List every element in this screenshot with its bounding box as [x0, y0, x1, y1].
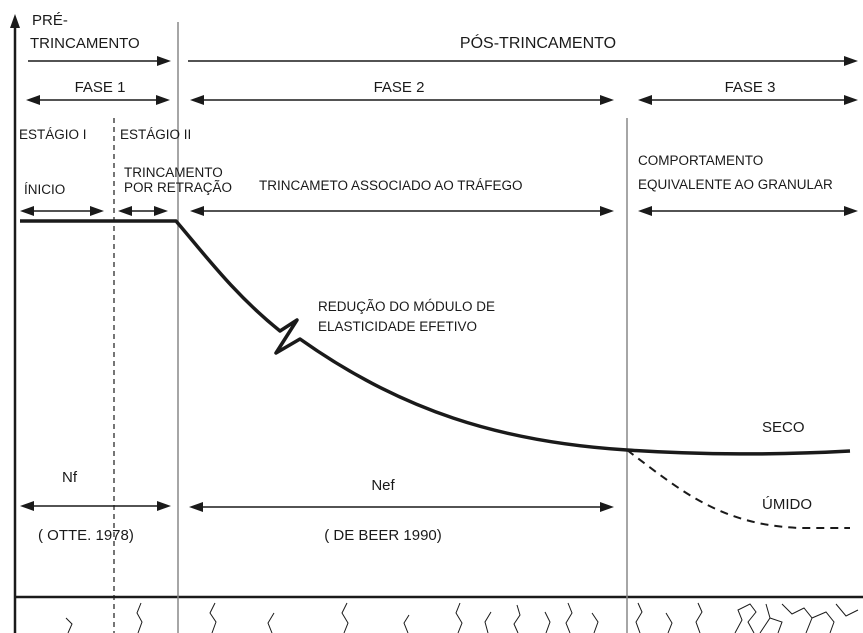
- label-inicio: ÍNICIO: [24, 182, 65, 197]
- label-fase3: FASE 3: [725, 79, 776, 96]
- modulus-curve: [20, 219, 851, 456]
- label-de-beer: ( DE BEER 1990): [324, 527, 442, 544]
- label-estagio2: ESTÁGIO II: [120, 127, 191, 142]
- arrowhead-nef-left: [189, 502, 203, 512]
- label-fase2: FASE 2: [374, 79, 425, 96]
- label-trinc-retracao-line2: POR RETRAÇÃO: [124, 180, 232, 195]
- arrowhead-retracao-right: [154, 206, 168, 216]
- arrowhead-inicio-left: [20, 206, 34, 216]
- label-pre-trincamento-line1: PRÉ-: [32, 12, 68, 29]
- arrowhead-fase2-right: [600, 95, 614, 105]
- arrowhead-pre-right: [157, 56, 171, 66]
- arrowhead-inicio-right: [90, 206, 104, 216]
- label-estagio1: ESTÁGIO I: [19, 127, 87, 142]
- arrowhead-pos-right: [844, 56, 858, 66]
- label-reducao-line2: ELASTICIDADE EFETIVO: [318, 319, 477, 334]
- label-comportamento-line2: EQUIVALENTE AO GRANULAR: [638, 177, 833, 192]
- arrowhead-trafego-left: [190, 206, 204, 216]
- label-reducao-line1: REDUÇÃO DO MÓDULO DE: [318, 299, 495, 314]
- arrowhead-fase1-left: [26, 95, 40, 105]
- arrowhead-nf-left: [20, 501, 34, 511]
- arrowhead-fase3-left: [638, 95, 652, 105]
- label-pre-trincamento-line2: TRINCAMENTO: [30, 35, 140, 52]
- label-nf: Nf: [62, 469, 78, 486]
- y-axis-arrowhead: [10, 14, 20, 28]
- arrowhead-comportamento-left: [638, 206, 652, 216]
- arrowhead-fase2-left: [190, 95, 204, 105]
- label-comportamento-line1: COMPORTAMENTO: [638, 153, 763, 168]
- arrowhead-fase3-right: [844, 95, 858, 105]
- wet-curve: [626, 449, 850, 529]
- crack-sketches: [65, 602, 859, 633]
- label-nef: Nef: [371, 477, 395, 494]
- label-otte: ( OTTE. 1978): [38, 527, 134, 544]
- arrowhead-trafego-right: [600, 206, 614, 216]
- arrowhead-nf-right: [157, 501, 171, 511]
- label-trinc-retracao-line1: TRINCAMENTO: [124, 165, 223, 180]
- arrowhead-fase1-right: [156, 95, 170, 105]
- label-pos-trincamento: PÓS-TRINCAMENTO: [460, 33, 616, 52]
- arrowhead-retracao-left: [118, 206, 132, 216]
- arrowhead-comportamento-right: [844, 206, 858, 216]
- label-seco: SECO: [762, 419, 805, 436]
- label-trinc-trafego: TRINCAMETO ASSOCIADO AO TRÁFEGO: [259, 178, 523, 193]
- label-umido: ÚMIDO: [762, 496, 812, 513]
- label-fase1: FASE 1: [75, 79, 126, 96]
- arrowhead-nef-right: [600, 502, 614, 512]
